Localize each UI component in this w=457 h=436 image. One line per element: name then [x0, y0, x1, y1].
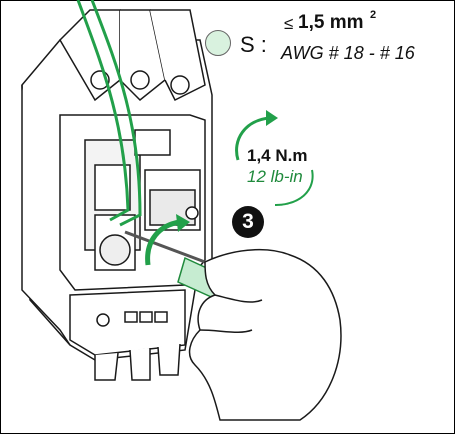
- torque-imperial: 12 lb-in: [247, 167, 303, 186]
- torque-metric: 1,4 N.m: [247, 146, 308, 165]
- arrow-head-icon: [176, 214, 190, 232]
- section-symbol: ≤: [284, 14, 294, 33]
- section-unit-superscript: 2: [370, 9, 377, 21]
- torque-rotation-icon: [235, 110, 314, 206]
- step-number-badge: 3: [232, 206, 264, 238]
- hand: [188, 248, 342, 421]
- circuit-breaker: [21, 9, 213, 381]
- section-value: 1,5 mm: [298, 12, 364, 33]
- green-circle-icon: [205, 30, 231, 56]
- control-wires: [76, 0, 142, 227]
- awg-range: AWG # 18 - # 16: [281, 43, 415, 63]
- section-label: S :: [240, 32, 267, 57]
- rotation-arrow-icon: [145, 219, 181, 266]
